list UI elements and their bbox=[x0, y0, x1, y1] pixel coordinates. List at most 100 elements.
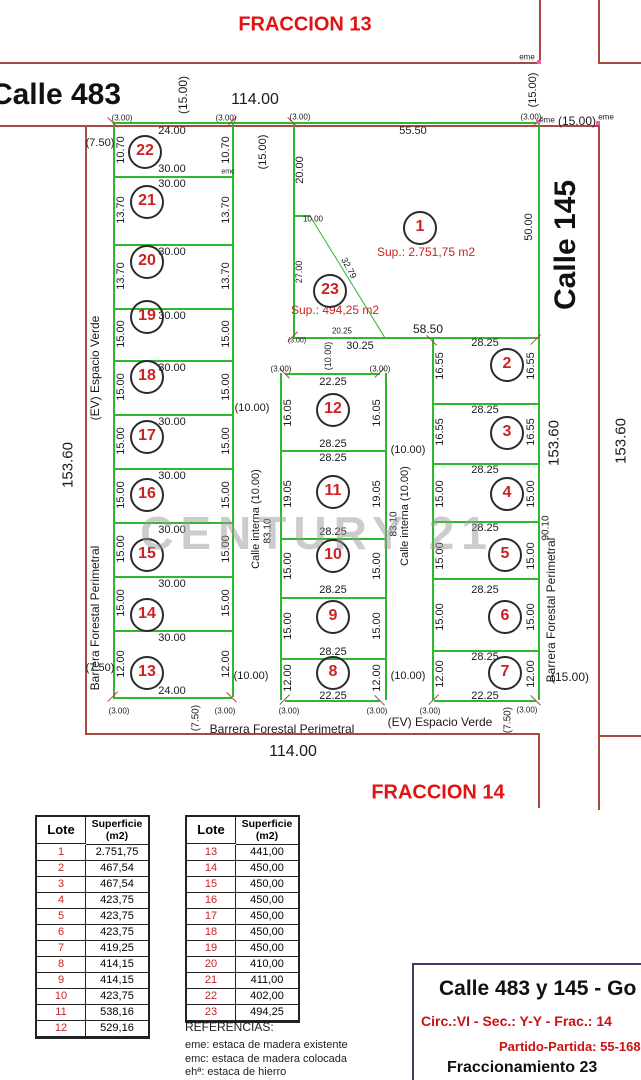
cell-superficie: 410,00 bbox=[236, 957, 298, 973]
dim-label: (10.00) bbox=[234, 402, 270, 414]
plan-line bbox=[285, 373, 380, 375]
plan-line bbox=[385, 373, 387, 700]
header-lote: Lote bbox=[37, 817, 86, 844]
title-block-address: Calle 483 y 145 - Go bbox=[439, 977, 637, 1000]
dim-label: 19.05 bbox=[371, 480, 383, 508]
dim-label: 28.25 bbox=[319, 646, 347, 658]
dim-label: (7.50) bbox=[85, 662, 115, 674]
lot-number-13: 13 bbox=[130, 656, 164, 690]
plan-line bbox=[113, 630, 232, 632]
dim-label: 22.25 bbox=[319, 690, 347, 702]
cell-superficie: 423,75 bbox=[86, 909, 148, 925]
plan-line bbox=[538, 122, 540, 700]
dim-label: 15.00 bbox=[220, 427, 232, 455]
dim-label: (7.50) bbox=[502, 706, 514, 734]
plan-line bbox=[434, 700, 536, 702]
street-label-calle-483: Calle 483 bbox=[0, 78, 122, 111]
dim-label: 55.50 bbox=[399, 125, 427, 137]
dim-label: 15.00 bbox=[525, 480, 537, 508]
dim-label: (10.00) bbox=[233, 670, 269, 682]
cell-lote: 17 bbox=[187, 909, 236, 925]
lot-number-7: 7 bbox=[488, 656, 522, 690]
cell-lote: 1 bbox=[37, 845, 86, 861]
dim-label: 22.25 bbox=[471, 690, 499, 702]
dim-label: (3.00) bbox=[516, 705, 538, 715]
cell-lote: 13 bbox=[187, 845, 236, 861]
dim-label: 15.00 bbox=[220, 589, 232, 617]
cell-superficie: 450,00 bbox=[236, 861, 298, 877]
referencias-line: ehª: estaca de hierro bbox=[185, 1066, 287, 1078]
cell-superficie: 450,00 bbox=[236, 893, 298, 909]
dim-label: 13.70 bbox=[115, 262, 127, 290]
lot-number-20: 20 bbox=[130, 245, 164, 279]
plan-line bbox=[113, 414, 232, 416]
street-label-calle-145: Calle 145 bbox=[549, 179, 582, 311]
survey-marker bbox=[537, 60, 541, 64]
dim-label: 28.25 bbox=[319, 438, 347, 450]
lot-number-12: 12 bbox=[316, 393, 350, 427]
dim-label: 58.50 bbox=[412, 322, 444, 336]
cell-lote: 14 bbox=[187, 861, 236, 877]
plan-line bbox=[432, 463, 538, 465]
dim-label: 15.00 bbox=[115, 373, 127, 401]
dim-label: (3.00) bbox=[111, 113, 133, 123]
plan-line bbox=[113, 360, 232, 362]
dim-label: 20.00 bbox=[294, 156, 306, 184]
lot-number-22: 22 bbox=[128, 135, 162, 169]
cell-superficie: 2.751,75 bbox=[86, 845, 148, 861]
dim-label: (15.00) bbox=[527, 72, 539, 108]
header-superficie: Superficie(m2) bbox=[86, 817, 148, 845]
plan-line bbox=[280, 538, 385, 540]
plan-line bbox=[432, 337, 434, 700]
referencias-line: eme: estaca de madera existente bbox=[185, 1039, 348, 1051]
plan-line bbox=[85, 733, 538, 735]
dim-label: 30.00 bbox=[158, 416, 186, 428]
dim-label: 28.25 bbox=[471, 651, 499, 663]
cell-superficie: 450,00 bbox=[236, 925, 298, 941]
espacio-verde-bottom-label: (EV) Espacio Verde bbox=[387, 715, 493, 729]
plan-line bbox=[113, 122, 115, 697]
plan-line bbox=[113, 697, 232, 699]
plan-line bbox=[113, 468, 232, 470]
cell-lote: 18 bbox=[187, 925, 236, 941]
dim-label: (3.00) bbox=[214, 706, 236, 716]
plan-line bbox=[598, 62, 641, 64]
dim-label: 28.25 bbox=[471, 337, 499, 349]
dim-label: eme bbox=[598, 112, 614, 122]
cell-lote: 2 bbox=[37, 861, 86, 877]
cell-superficie: 419,25 bbox=[86, 941, 148, 957]
dim-label: 13.70 bbox=[220, 196, 232, 224]
cell-lote: 12 bbox=[37, 1021, 86, 1037]
plan-line bbox=[293, 337, 538, 339]
plan-line bbox=[232, 122, 234, 697]
barrera-bottom-label: Barrera Forestal Perimetral bbox=[209, 722, 355, 736]
lot-number-9: 9 bbox=[316, 600, 350, 634]
lot-number-11: 11 bbox=[316, 475, 350, 509]
fraccion-14-label: FRACCION 14 bbox=[371, 781, 505, 804]
dim-label: (3.00) bbox=[366, 706, 388, 716]
plan-line bbox=[598, 735, 641, 737]
plan-line bbox=[113, 576, 232, 578]
plan-line bbox=[598, 123, 600, 810]
header-lote: Lote bbox=[187, 817, 236, 844]
lot-23-area-label: Sup.: 494,25 m2 bbox=[290, 303, 380, 317]
title-block-partida: Partido-Partida: 55-168. bbox=[499, 1039, 641, 1054]
referencias-line: emc: estaca de madera colocada bbox=[185, 1052, 348, 1065]
cell-superficie: 450,00 bbox=[236, 877, 298, 893]
dim-label: 24.00 bbox=[158, 125, 186, 137]
dim-label: 16.55 bbox=[525, 352, 537, 380]
dim-label: (10.00) bbox=[390, 670, 426, 682]
dim-label: (15.00) bbox=[550, 670, 590, 684]
dim-label: 15.00 bbox=[115, 535, 127, 563]
